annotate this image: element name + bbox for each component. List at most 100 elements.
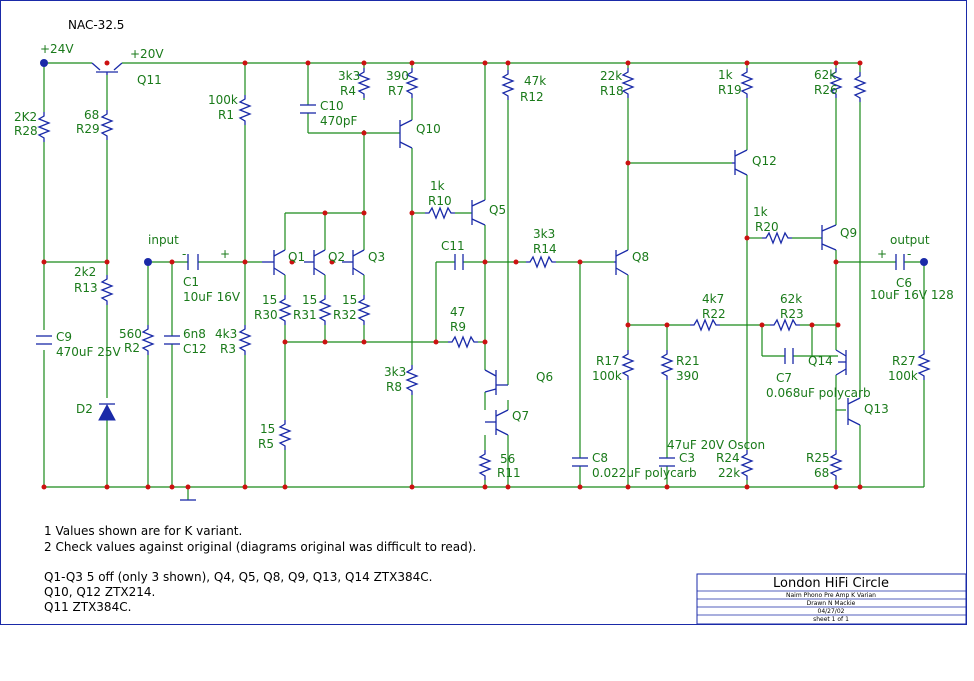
resistor-r14 <box>525 256 557 268</box>
id-r29: R29 <box>76 122 100 136</box>
transistor-q6 <box>484 369 508 395</box>
rail-label-24v: +24V <box>40 42 74 56</box>
value-c10: 470pF <box>320 114 358 128</box>
value-r32: 15 <box>342 293 357 307</box>
capacitor-c11 <box>454 254 464 270</box>
id-q8: Q8 <box>632 250 649 264</box>
id-r9: R9 <box>450 320 466 334</box>
value-c8: 0.022uF polycarb <box>592 466 697 480</box>
transistor-q11 <box>91 62 123 75</box>
value-r25: 68 <box>814 466 829 480</box>
junction-dots <box>40 59 928 490</box>
port-label-output: output <box>890 233 930 247</box>
resistor-r12 <box>502 69 514 101</box>
resistor-r25 <box>830 449 842 481</box>
value-r19: 1k <box>718 68 733 82</box>
value-r10: 1k <box>430 179 445 193</box>
value-r22: 4k7 <box>702 292 724 306</box>
transistor-q8 <box>614 249 629 276</box>
id-q12: Q12 <box>752 154 777 168</box>
resistor-r13 <box>101 274 113 306</box>
id-q1: Q1 <box>288 250 305 264</box>
id-q13: Q13 <box>864 402 889 416</box>
capacitor-c12 <box>164 335 180 345</box>
notes: 1 Values shown are for K variant. 2 Chec… <box>44 524 476 614</box>
value-r9: 47 <box>450 305 465 319</box>
port-label-input: input <box>148 233 179 247</box>
value-r7: 390 <box>386 69 409 83</box>
value-c9: 470uF 25V <box>56 345 121 359</box>
resistor-r31 <box>319 294 331 326</box>
transistor-q3 <box>342 249 365 276</box>
resistor-r29 <box>101 109 113 141</box>
resistor-r17 <box>622 349 634 381</box>
value-r21: 390 <box>676 369 699 383</box>
polarity-c1-minus: - <box>182 247 186 261</box>
value-r17: 100k <box>592 369 622 383</box>
id-r19: R19 <box>718 83 742 97</box>
titleblock-sheet: sheet 1 of 1 <box>813 616 849 623</box>
value-r14: 3k3 <box>533 227 555 241</box>
id-q3: Q3 <box>368 250 385 264</box>
id-q14: Q14 <box>808 354 833 368</box>
transistor-q1 <box>262 249 286 276</box>
titleblock-author: Drawn N Mackie <box>807 600 856 607</box>
id-r13: R13 <box>74 281 98 295</box>
resistor-r2 <box>142 324 154 356</box>
schematic-title: NAC-32.5 <box>68 18 124 32</box>
id-r30: R30 <box>254 308 278 322</box>
id-d2: D2 <box>76 402 93 416</box>
rail-label-20v: +20V <box>130 47 164 61</box>
id-r1: R1 <box>218 108 234 122</box>
id-c1: C1 <box>183 275 199 289</box>
resistor-r23 <box>769 319 801 331</box>
note-2: 2 Check values against original (diagram… <box>44 540 476 554</box>
polarity-c6-minus: - <box>907 247 911 261</box>
id-r31: R31 <box>293 308 317 322</box>
value-r24: 22k <box>718 466 740 480</box>
id-q9: Q9 <box>840 226 857 240</box>
resistor-r27 <box>918 349 930 381</box>
polarity-c6-plus: + <box>877 247 887 261</box>
value-c7: 0.068uF polycarb <box>766 386 871 400</box>
diode-d2 <box>98 403 116 421</box>
id-r2: R2 <box>124 341 140 355</box>
id-r11: R11 <box>497 466 521 480</box>
resistor-r3 <box>239 324 251 356</box>
value-c12: 6n8 <box>183 327 206 341</box>
value-c6: 10uF 16V 128 <box>870 288 954 302</box>
value-r3: 4k3 <box>215 327 237 341</box>
value-r18: 22k <box>600 69 622 83</box>
value-r29: 68 <box>84 108 99 122</box>
capacitor-c3 <box>659 457 675 467</box>
id-r20: R20 <box>755 220 779 234</box>
id-r25: R25 <box>806 451 830 465</box>
id-r17: R17 <box>596 354 620 368</box>
resistor-r19 <box>741 67 753 99</box>
id-q10: Q10 <box>416 122 441 136</box>
id-r10: R10 <box>428 194 452 208</box>
id-c3: C3 <box>679 451 695 465</box>
capacitor-c10 <box>300 104 316 114</box>
resistor-top-right <box>854 71 866 103</box>
resistor-r32 <box>358 294 370 326</box>
id-r4: R4 <box>340 84 356 98</box>
value-r26: 62k <box>814 68 836 82</box>
component-symbols <box>36 62 930 501</box>
resistor-r1 <box>239 94 251 126</box>
value-r5: 15 <box>260 422 275 436</box>
resistor-r5 <box>279 419 291 451</box>
value-r20: 1k <box>753 205 768 219</box>
value-r23: 62k <box>780 292 802 306</box>
id-r23: R23 <box>780 307 804 321</box>
id-r14: R14 <box>533 242 557 256</box>
note-1: 1 Values shown are for K variant. <box>44 524 242 538</box>
id-c8: C8 <box>592 451 608 465</box>
id-q5: Q5 <box>489 203 506 217</box>
note-4: Q10, Q12 ZTX214. <box>44 585 155 599</box>
resistor-r28 <box>38 111 50 143</box>
transistor-q5 <box>471 199 486 226</box>
transistor-q7 <box>485 409 509 436</box>
id-c10: C10 <box>320 99 344 113</box>
id-r12: R12 <box>520 90 544 104</box>
